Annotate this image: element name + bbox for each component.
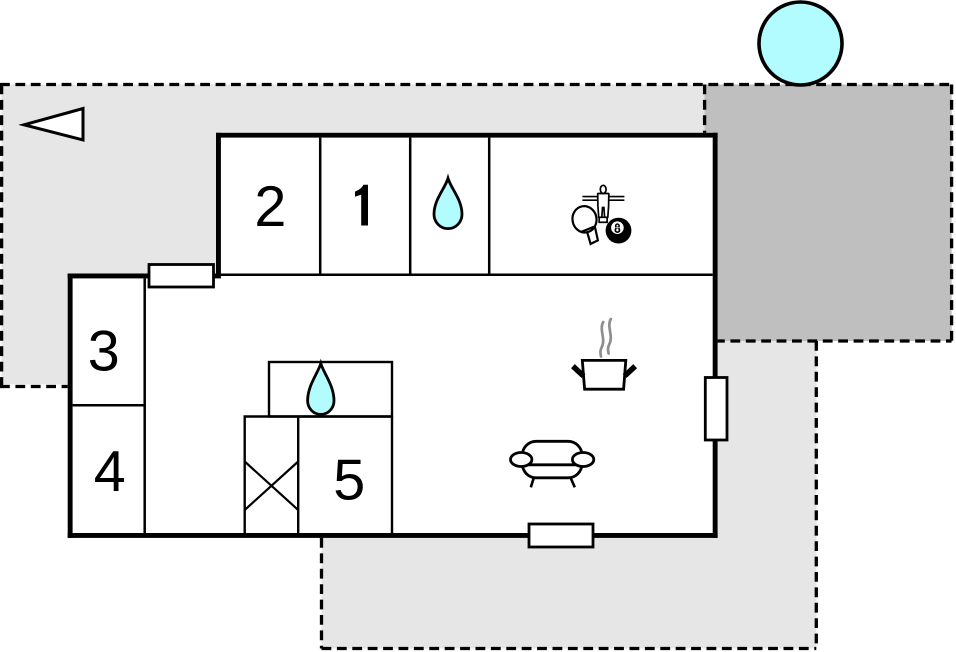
svg-text:2: 2: [254, 175, 286, 239]
svg-text:3: 3: [88, 319, 120, 383]
svg-text:5: 5: [333, 449, 365, 513]
svg-text:4: 4: [94, 440, 126, 504]
